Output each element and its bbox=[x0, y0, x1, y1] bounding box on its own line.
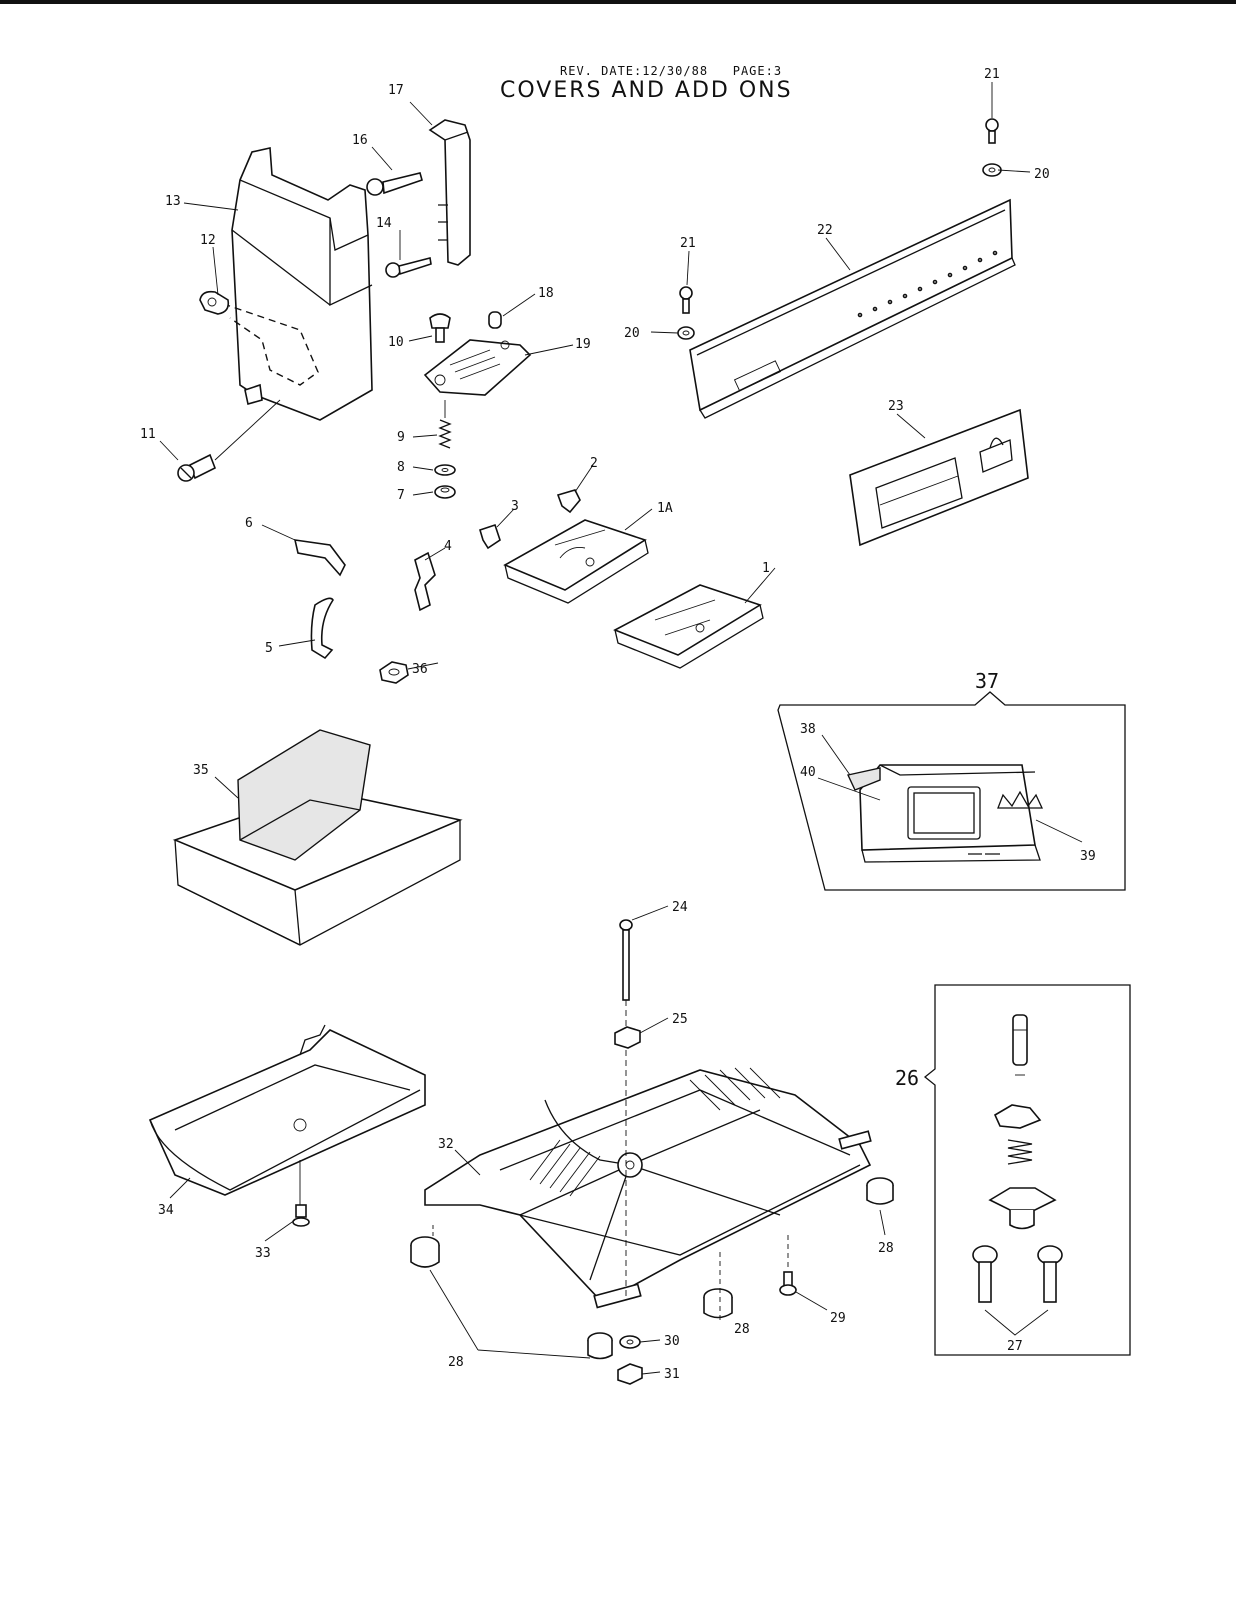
foot-28-middle bbox=[703, 1288, 733, 1319]
scale-panel-23 bbox=[849, 408, 1029, 547]
inset-box-26 bbox=[923, 984, 1131, 1356]
nut-36 bbox=[379, 661, 409, 684]
foot-28-bottom bbox=[587, 1332, 613, 1360]
callout-29: 29 bbox=[830, 1311, 846, 1326]
callout-20-left: 20 bbox=[624, 326, 640, 341]
callout-32: 32 bbox=[438, 1137, 454, 1152]
nut-7 bbox=[434, 485, 456, 499]
pin-18 bbox=[488, 311, 502, 329]
callout-21-left: 21 bbox=[680, 236, 696, 251]
callout-1a: 1A bbox=[657, 501, 673, 516]
callout-9: 9 bbox=[397, 430, 405, 445]
washer-20-left bbox=[677, 326, 695, 340]
slide-plate-1 bbox=[613, 584, 764, 669]
callout-20-right: 20 bbox=[1034, 167, 1050, 182]
callout-39: 39 bbox=[1080, 849, 1096, 864]
revision-date: REV. DATE:12/30/88 bbox=[560, 64, 709, 78]
callout-28-middle: 28 bbox=[734, 1322, 750, 1337]
nut-31 bbox=[617, 1363, 643, 1385]
callout-8: 8 bbox=[397, 460, 405, 475]
lever-5 bbox=[310, 597, 334, 660]
screw-21-left bbox=[679, 286, 693, 314]
page-title: COVERS AND ADD ONS bbox=[500, 78, 793, 103]
screw-33 bbox=[292, 1204, 310, 1227]
screw-21-right bbox=[985, 118, 999, 144]
callout-23: 23 bbox=[888, 399, 904, 414]
clamp-17 bbox=[428, 119, 471, 266]
washer-30 bbox=[619, 1335, 641, 1349]
callout-14: 14 bbox=[376, 216, 392, 231]
plate-19 bbox=[423, 339, 532, 396]
callout-13: 13 bbox=[165, 194, 181, 209]
top-border bbox=[0, 0, 1236, 4]
foot-28-right bbox=[866, 1177, 894, 1205]
washer-8 bbox=[434, 464, 456, 476]
callout-3: 3 bbox=[511, 499, 519, 514]
slide-plate-1a bbox=[503, 519, 649, 604]
callout-6: 6 bbox=[245, 516, 253, 531]
screw-24 bbox=[619, 919, 633, 1001]
clip-2 bbox=[556, 489, 581, 514]
callout-36: 36 bbox=[412, 662, 428, 677]
screw-16 bbox=[366, 172, 423, 196]
callout-27: 27 bbox=[1007, 1339, 1023, 1354]
callout-4: 4 bbox=[444, 539, 452, 554]
callout-19: 19 bbox=[575, 337, 591, 352]
callout-35: 35 bbox=[193, 763, 209, 778]
callout-26: 26 bbox=[895, 1066, 919, 1090]
base-frame-32 bbox=[424, 1067, 872, 1309]
callout-33: 33 bbox=[255, 1246, 271, 1261]
callout-34: 34 bbox=[158, 1203, 174, 1218]
callout-25: 25 bbox=[672, 1012, 688, 1027]
callout-labels: 1 1A 2 3 4 5 6 7 8 9 10 11 12 13 14 16 1… bbox=[140, 67, 1096, 1382]
screw-29 bbox=[779, 1271, 797, 1296]
revision-header: REV. DATE:12/30/88 PAGE:3 bbox=[560, 64, 782, 78]
callout-16: 16 bbox=[352, 133, 368, 148]
callout-37: 37 bbox=[975, 669, 999, 693]
inset-box-37 bbox=[777, 691, 1126, 891]
callout-10: 10 bbox=[388, 335, 404, 350]
callout-28-left: 28 bbox=[448, 1355, 464, 1370]
callout-22: 22 bbox=[817, 223, 833, 238]
scale-bar-22 bbox=[689, 198, 1016, 419]
spring-9 bbox=[438, 400, 452, 449]
leader-lines bbox=[159, 82, 1083, 1375]
foot-28-left bbox=[410, 1236, 440, 1268]
callout-18: 18 bbox=[538, 286, 554, 301]
page-number: PAGE:3 bbox=[732, 64, 783, 78]
callout-28-right: 28 bbox=[878, 1241, 894, 1256]
callout-5: 5 bbox=[265, 641, 273, 656]
callout-30: 30 bbox=[664, 1334, 680, 1349]
callout-38: 38 bbox=[800, 722, 816, 737]
stud-10 bbox=[429, 313, 451, 343]
screw-14 bbox=[385, 257, 432, 278]
callout-17: 17 bbox=[388, 83, 404, 98]
callout-40: 40 bbox=[800, 765, 816, 780]
callout-12: 12 bbox=[200, 233, 216, 248]
end-cover-13 bbox=[199, 147, 373, 421]
callout-7: 7 bbox=[397, 488, 405, 503]
case-35 bbox=[172, 729, 463, 946]
spring-6 bbox=[293, 539, 346, 577]
callout-24: 24 bbox=[672, 900, 688, 915]
callout-2: 2 bbox=[590, 456, 598, 471]
nut-25 bbox=[614, 1026, 641, 1049]
tray-34 bbox=[148, 1024, 426, 1196]
washer-20-right bbox=[982, 163, 1002, 177]
bracket-4 bbox=[414, 551, 436, 612]
screw-11 bbox=[177, 453, 217, 482]
clip-3 bbox=[479, 523, 501, 550]
callout-31: 31 bbox=[664, 1367, 680, 1382]
callout-21-right: 21 bbox=[984, 67, 1000, 82]
callout-1: 1 bbox=[762, 561, 770, 576]
callout-11: 11 bbox=[140, 427, 156, 442]
